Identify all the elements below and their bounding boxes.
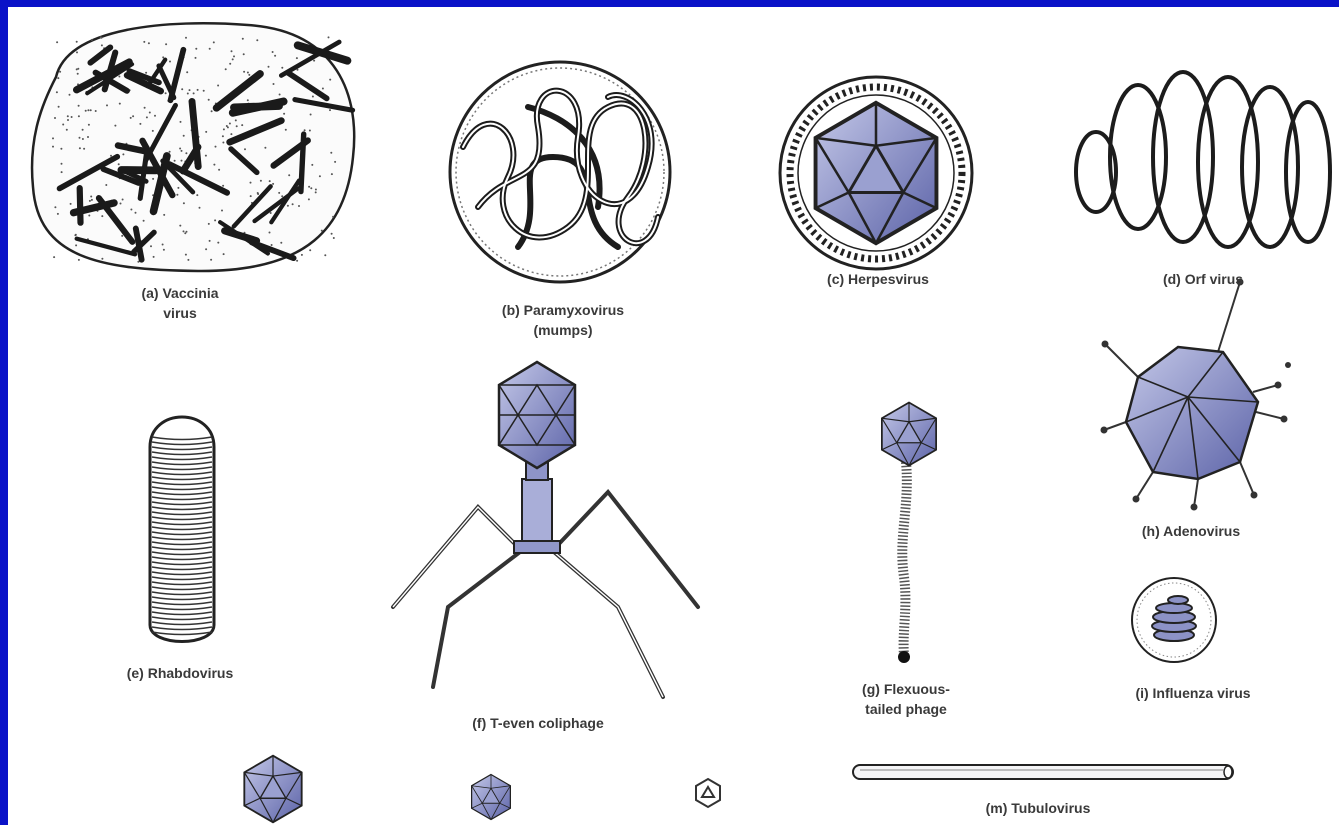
vaccinia-virus-drawing	[32, 23, 354, 271]
smaller-icosahedral-virus-drawing	[472, 775, 511, 820]
diagram-panel: (a) Vaccinia virus (b) Paramyxovirus (mu…	[8, 7, 1339, 825]
flexuous-tailed-phage-drawing	[882, 403, 936, 664]
herpesvirus-drawing	[780, 77, 972, 269]
tubulovirus-drawing	[853, 765, 1233, 779]
label-flexuous-tailed-phage: (g) Flexuous- tailed phage	[836, 679, 976, 719]
rhabdovirus-drawing	[150, 417, 214, 642]
adenovirus-drawing	[1102, 280, 1292, 510]
label-rhabdovirus: (e) Rhabdovirus	[100, 663, 260, 683]
tiny-icosahedral-virus-drawing	[696, 779, 720, 807]
label-herpesvirus: (c) Herpesvirus	[798, 269, 958, 289]
label-vaccinia-virus: (a) Vaccinia virus	[110, 283, 250, 323]
label-adenovirus: (h) Adenovirus	[1116, 521, 1266, 541]
label-orf-virus: (d) Orf virus	[1138, 269, 1268, 289]
label-paramyxovirus: (b) Paramyxovirus (mumps)	[473, 300, 653, 340]
label-tubulovirus: (m) Tubulovirus	[963, 798, 1113, 818]
label-t-even-coliphage: (f) T-even coliphage	[448, 713, 628, 733]
label-influenza-virus: (i) Influenza virus	[1108, 683, 1278, 703]
small-icosahedral-virus-drawing	[244, 756, 301, 823]
influenza-virus-drawing	[1132, 578, 1216, 662]
orf-virus-drawing	[1076, 72, 1330, 247]
paramyxovirus-drawing	[450, 62, 670, 282]
t-even-coliphage-drawing	[393, 362, 698, 697]
